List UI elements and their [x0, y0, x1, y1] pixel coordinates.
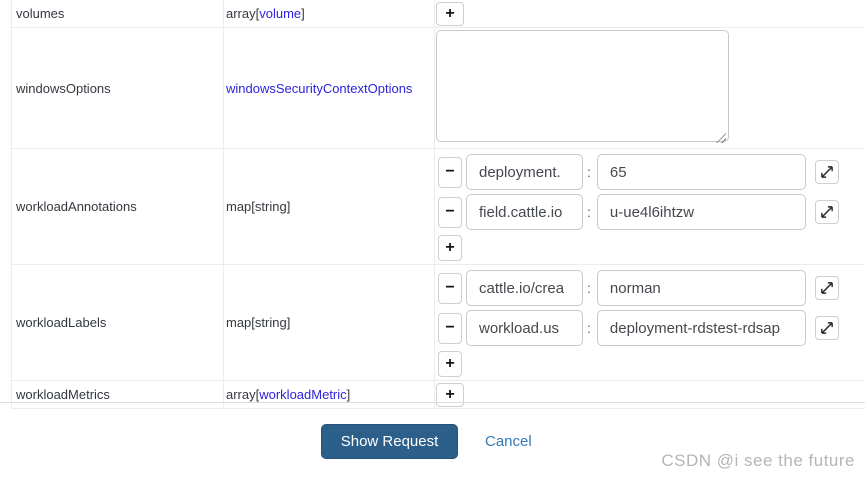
table-row-workload-annotations: workloadAnnotations map[string] − :	[12, 149, 865, 265]
param-name: workloadLabels	[12, 265, 224, 380]
expand-annotation-value-button[interactable]	[814, 160, 839, 184]
table-row-windows-options: windowsOptions windowsSecurityContextOpt…	[12, 28, 865, 149]
textarea-resize-handle-icon[interactable]	[716, 133, 726, 143]
annotation-value-input[interactable]	[596, 194, 806, 230]
label-entry-row: − :	[436, 310, 865, 346]
label-entry-row: − :	[436, 270, 865, 306]
label-value-input[interactable]	[596, 310, 806, 346]
param-name: windowsOptions	[12, 28, 224, 148]
label-key-input[interactable]	[466, 270, 583, 306]
param-type: map[string]	[224, 265, 435, 380]
label-value-input[interactable]	[596, 270, 806, 306]
plus-icon: +	[445, 239, 455, 256]
plus-icon: +	[445, 5, 455, 22]
param-type: array[workloadMetric]	[224, 381, 435, 408]
table-row-volumes: volumes array[volume] +	[12, 0, 865, 28]
table-row-workload-labels: workloadLabels map[string] − :	[12, 265, 865, 381]
key-value-separator: :	[587, 280, 591, 296]
minus-icon: −	[445, 279, 455, 296]
parameter-table: volumes array[volume] + windowsOptions w…	[11, 0, 865, 409]
param-type: map[string]	[224, 149, 435, 264]
plus-icon: +	[445, 386, 455, 403]
type-prefix: array[	[226, 387, 260, 402]
type-link-windows-security-context-options[interactable]: windowsSecurityContextOptions	[226, 80, 413, 96]
minus-icon: −	[445, 319, 455, 336]
add-annotation-button[interactable]: +	[438, 235, 462, 261]
expand-label-value-button[interactable]	[814, 276, 839, 300]
minus-icon: −	[445, 203, 455, 220]
remove-label-button[interactable]: −	[438, 272, 462, 304]
cancel-link[interactable]: Cancel	[485, 433, 532, 450]
param-name: workloadMetrics	[12, 381, 224, 408]
annotation-key-input[interactable]	[466, 194, 583, 230]
expand-arrows-icon	[821, 166, 833, 178]
expand-arrows-icon	[821, 322, 833, 334]
key-value-separator: :	[587, 204, 591, 220]
param-value-cell	[435, 28, 865, 148]
add-label-button[interactable]: +	[438, 351, 462, 377]
add-volume-button[interactable]: +	[436, 2, 464, 26]
minus-icon: −	[445, 163, 455, 180]
annotation-entry-row: − :	[436, 194, 865, 230]
key-value-separator: :	[587, 164, 591, 180]
remove-label-button[interactable]: −	[438, 312, 462, 344]
param-value-cell: − : − :	[435, 149, 865, 264]
param-value-cell: − : − :	[435, 265, 865, 380]
add-workload-metric-button[interactable]: +	[436, 383, 464, 407]
type-suffix: ]	[346, 387, 351, 402]
footer-divider	[0, 402, 865, 403]
label-key-input[interactable]	[466, 310, 583, 346]
type-link-volume[interactable]: volume	[259, 6, 302, 21]
param-type: array[volume]	[224, 0, 435, 27]
key-value-separator: :	[587, 320, 591, 336]
expand-label-value-button[interactable]	[814, 316, 839, 340]
table-row-workload-metrics: workloadMetrics array[workloadMetric] +	[12, 381, 865, 409]
remove-annotation-button[interactable]: −	[438, 156, 462, 188]
expand-annotation-value-button[interactable]	[814, 200, 839, 224]
expand-arrows-icon	[821, 282, 833, 294]
remove-annotation-button[interactable]: −	[438, 196, 462, 228]
param-name: workloadAnnotations	[12, 149, 224, 264]
type-link-workload-metric[interactable]: workloadMetric	[259, 387, 347, 402]
param-value-cell: +	[435, 381, 865, 408]
annotation-value-input[interactable]	[596, 154, 806, 190]
watermark-text: CSDN @i see the future	[661, 451, 855, 470]
plus-icon: +	[445, 355, 455, 372]
param-type: windowsSecurityContextOptions	[224, 28, 435, 148]
annotation-entry-row: − :	[436, 154, 865, 190]
type-suffix: ]	[301, 6, 305, 21]
expand-arrows-icon	[821, 206, 833, 218]
type-prefix: array[	[226, 6, 260, 21]
annotation-key-input[interactable]	[466, 154, 583, 190]
param-value-cell: +	[435, 0, 865, 27]
windows-options-textarea[interactable]	[436, 30, 729, 142]
show-request-button[interactable]: Show Request	[321, 424, 458, 459]
param-name: volumes	[12, 0, 224, 27]
textarea-wrapper	[436, 30, 729, 147]
